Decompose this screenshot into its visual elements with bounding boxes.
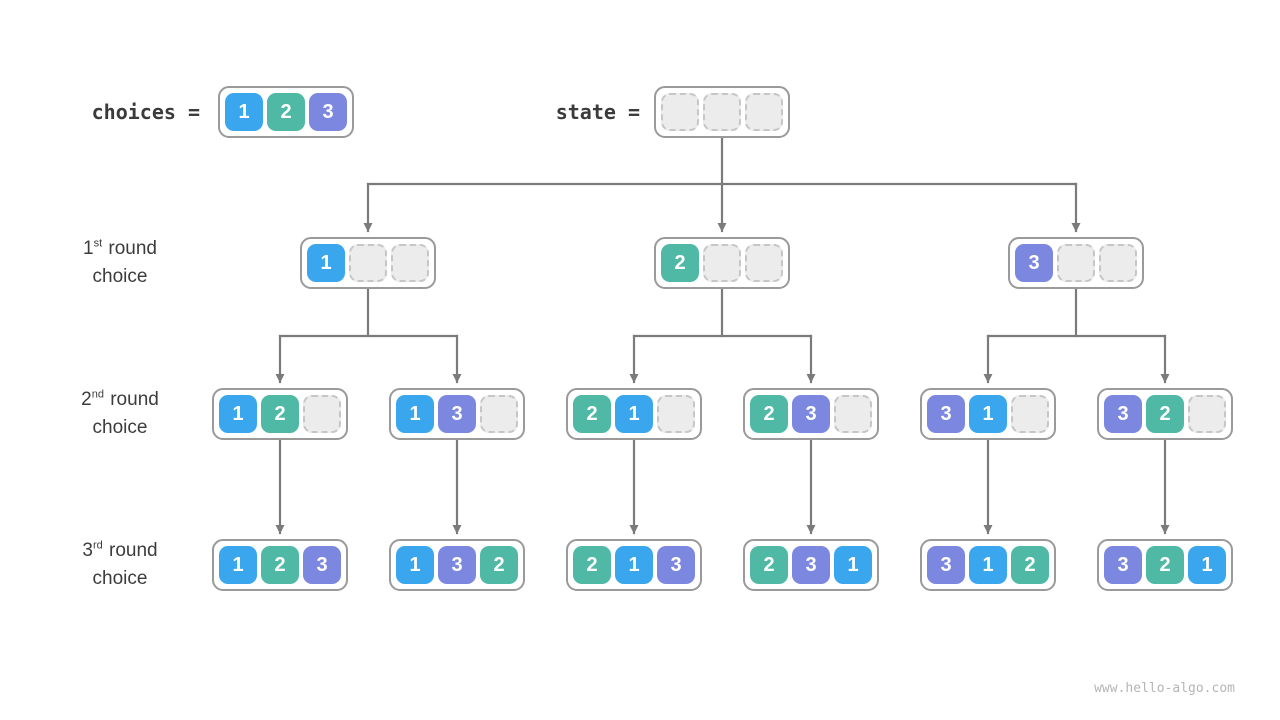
cell-value: 2: [573, 395, 611, 433]
cell-empty: [657, 395, 695, 433]
cell-value: 1: [615, 546, 653, 584]
cell-value: 3: [792, 546, 830, 584]
cell-value: 2: [573, 546, 611, 584]
cell-value: 2: [1146, 395, 1184, 433]
cell-value: 1: [834, 546, 872, 584]
cell-empty: [703, 93, 741, 131]
cell-value: 3: [303, 546, 341, 584]
cell-value: 1: [396, 546, 434, 584]
cell-value: 3: [927, 395, 965, 433]
cell-value: 2: [661, 244, 699, 282]
round-word: round: [108, 238, 157, 259]
cell-value: 3: [1104, 546, 1142, 584]
cell-value: 1: [969, 546, 1007, 584]
cell-value: 3: [1104, 395, 1142, 433]
cell-empty: [1011, 395, 1049, 433]
cell-empty: [745, 93, 783, 131]
site-watermark: www.hello-algo.com: [1094, 681, 1235, 696]
round-1-label-line2: choice: [92, 266, 148, 287]
cell-value: 1: [615, 395, 653, 433]
cell-value: 2: [267, 93, 305, 131]
cell-value: 1: [969, 395, 1007, 433]
cell-empty: [834, 395, 872, 433]
state-box: [654, 86, 790, 138]
ordinal-suffix: st: [93, 237, 103, 250]
cell-value: 2: [480, 546, 518, 584]
round-word: round: [110, 389, 159, 410]
cell-value: 2: [261, 546, 299, 584]
cell-empty: [661, 93, 699, 131]
cell-value: 1: [219, 546, 257, 584]
round-word: round: [109, 540, 158, 561]
state-label: state =: [555, 100, 640, 124]
cell-value: 3: [657, 546, 695, 584]
round-2-label-line2: choice: [92, 417, 148, 438]
cell-value: 2: [1011, 546, 1049, 584]
cell-empty: [1188, 395, 1226, 433]
cell-empty: [703, 244, 741, 282]
cell-value: 3: [1015, 244, 1053, 282]
cell-value: 3: [438, 546, 476, 584]
cell-empty: [480, 395, 518, 433]
cell-value: 1: [396, 395, 434, 433]
tree-node-round1-2: 2: [654, 237, 790, 289]
tree-node-round1-1: 1: [300, 237, 436, 289]
tree-node-round1-3: 3: [1008, 237, 1144, 289]
ordinal-text: 2: [81, 389, 92, 410]
cell-value: 1: [225, 93, 263, 131]
cell-value: 3: [792, 395, 830, 433]
ordinal-text: 1: [82, 238, 94, 259]
ordinal-suffix: nd: [91, 388, 104, 401]
round-3-label-line2: choice: [92, 568, 148, 589]
cell-empty: [745, 244, 783, 282]
ordinal-suffix: rd: [92, 539, 103, 552]
cell-value: 1: [1188, 546, 1226, 584]
choices-label: choices =: [91, 100, 200, 124]
cell-value: 1: [219, 395, 257, 433]
cell-empty: [349, 244, 387, 282]
cell-value: 3: [927, 546, 965, 584]
cell-value: 2: [261, 395, 299, 433]
cell-value: 3: [309, 93, 347, 131]
cell-empty: [1057, 244, 1095, 282]
cell-empty: [391, 244, 429, 282]
cell-empty: [1099, 244, 1137, 282]
ordinal-text: 3: [82, 540, 93, 561]
cell-empty: [303, 395, 341, 433]
cell-value: 2: [750, 546, 788, 584]
cell-value: 2: [750, 395, 788, 433]
cell-value: 3: [438, 395, 476, 433]
cell-value: 1: [307, 244, 345, 282]
cell-value: 2: [1146, 546, 1184, 584]
